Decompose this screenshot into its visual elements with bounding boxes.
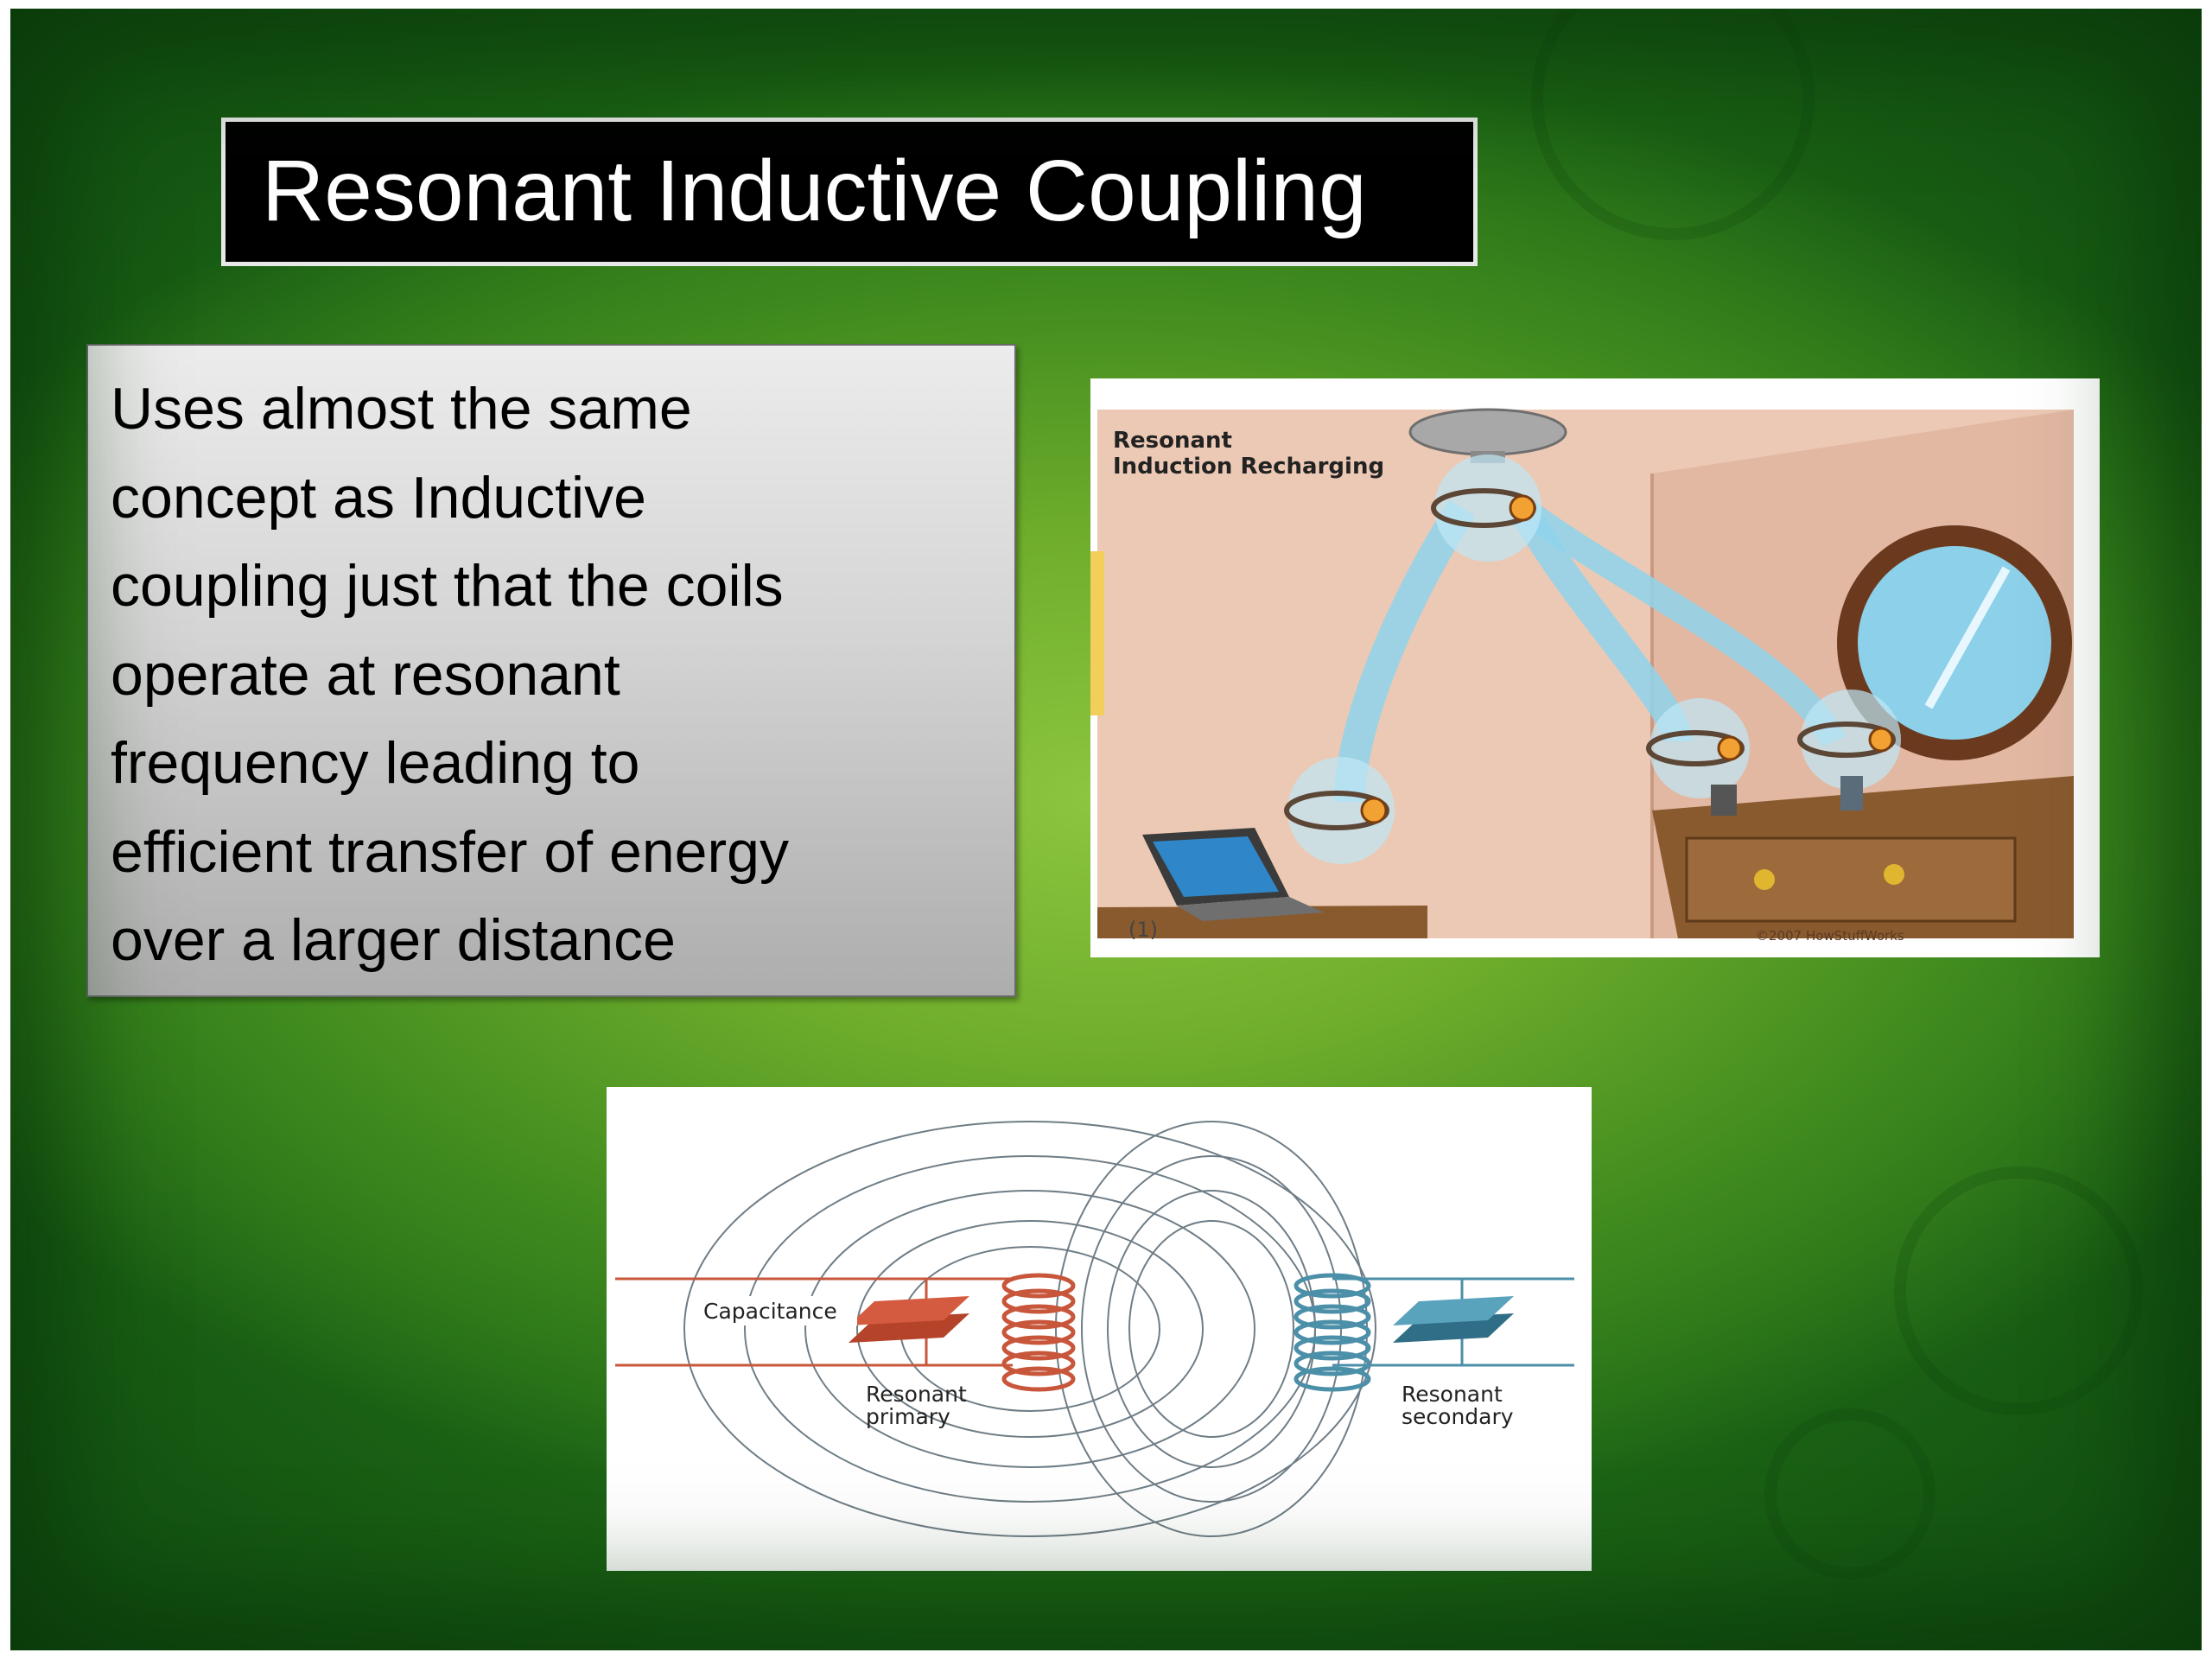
desk: [1097, 906, 1427, 938]
body-text-box: Uses almost the same concept as Inductiv…: [86, 344, 1016, 997]
ceiling-fixture: [1408, 408, 1567, 456]
resonant-recharging-illustration: Resonant Induction Recharging (1) ©2007 …: [1090, 378, 2100, 957]
decorative-swirl: [1531, 9, 1815, 240]
caption-line1: Resonant: [1113, 428, 1232, 454]
laptop-screen: [1153, 836, 1279, 897]
body-line: coupling just that the coils: [111, 553, 784, 619]
mirror-glass: [1858, 546, 2051, 740]
body-line: operate at resonant: [111, 641, 620, 708]
drawer-knob: [1884, 864, 1904, 885]
body-line: over a larger distance: [111, 907, 676, 973]
capacitance-plate: [849, 1296, 969, 1325]
phone-device: [1711, 785, 1737, 816]
secondary-coil: [1294, 1273, 1371, 1392]
label-resonant-secondary-2: secondary: [1402, 1404, 1514, 1429]
resonant-coils-diagram: Capacitance Resonant primary Resonant se…: [607, 1087, 1592, 1571]
primary-coil: [1001, 1273, 1076, 1392]
caption-line2: Induction Recharging: [1113, 454, 1384, 480]
label-background: [693, 1296, 857, 1325]
mirror-reflection: [1924, 566, 2011, 709]
body-line: efficient transfer of energy: [111, 818, 789, 885]
body-line: Uses almost the same: [111, 376, 692, 442]
coil-device-1: [1646, 698, 1750, 798]
title-box: Resonant Inductive Coupling: [221, 118, 1478, 266]
drawer-knob: [1754, 869, 1775, 890]
dresser-drawer: [1685, 836, 2017, 923]
slide-title: Resonant Inductive Coupling: [262, 143, 1367, 239]
body-line: frequency leading to: [111, 730, 640, 796]
recharging-scene: Resonant Induction Recharging (1) ©2007 …: [1090, 408, 2074, 944]
label-capacitance: Capacitance: [703, 1299, 837, 1324]
coils-field-diagram: Capacitance Resonant primary Resonant se…: [615, 1121, 1574, 1537]
coil-ceiling: [1431, 454, 1541, 562]
phone-device: [1840, 776, 1863, 810]
body-line: concept as Inductive: [111, 464, 646, 531]
secondary-plate: [1393, 1296, 1514, 1325]
label-resonant-primary-2: primary: [866, 1404, 950, 1429]
body-text: Uses almost the same concept as Inductiv…: [111, 365, 1001, 985]
figure-number: (1): [1128, 918, 1158, 942]
credit-text: ©2007 HowStuffWorks: [1756, 928, 1904, 944]
coil-device-2: [1797, 690, 1901, 790]
decorative-swirl: [1764, 1408, 1936, 1580]
coil-laptop: [1284, 757, 1395, 864]
slide: Resonant Inductive Coupling Uses almost …: [10, 9, 2202, 1650]
laptop-base: [1177, 897, 1324, 921]
label-resonant-primary-1: Resonant: [866, 1382, 967, 1407]
label-resonant-secondary-1: Resonant: [1402, 1382, 1503, 1407]
door-edge: [1090, 551, 1104, 715]
decorative-swirl: [1894, 1166, 2143, 1415]
